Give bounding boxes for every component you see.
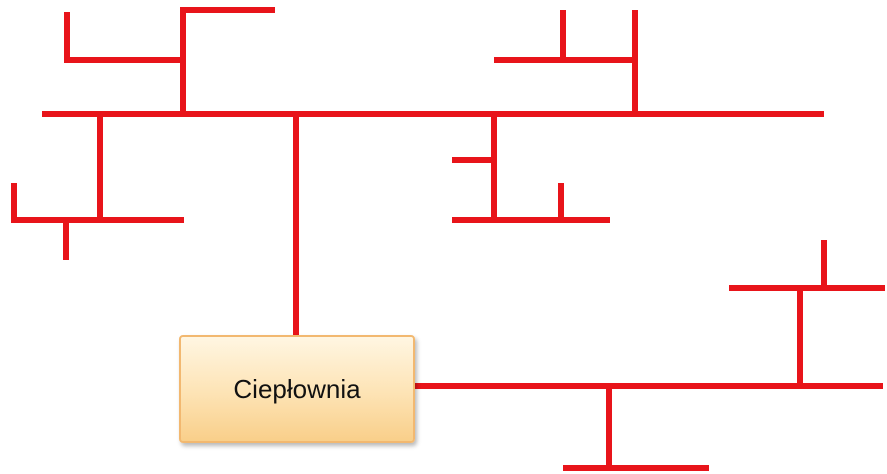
heating-plant-node: Ciepłownia: [179, 335, 415, 443]
heating-plant-label: Ciepłownia: [233, 373, 361, 404]
